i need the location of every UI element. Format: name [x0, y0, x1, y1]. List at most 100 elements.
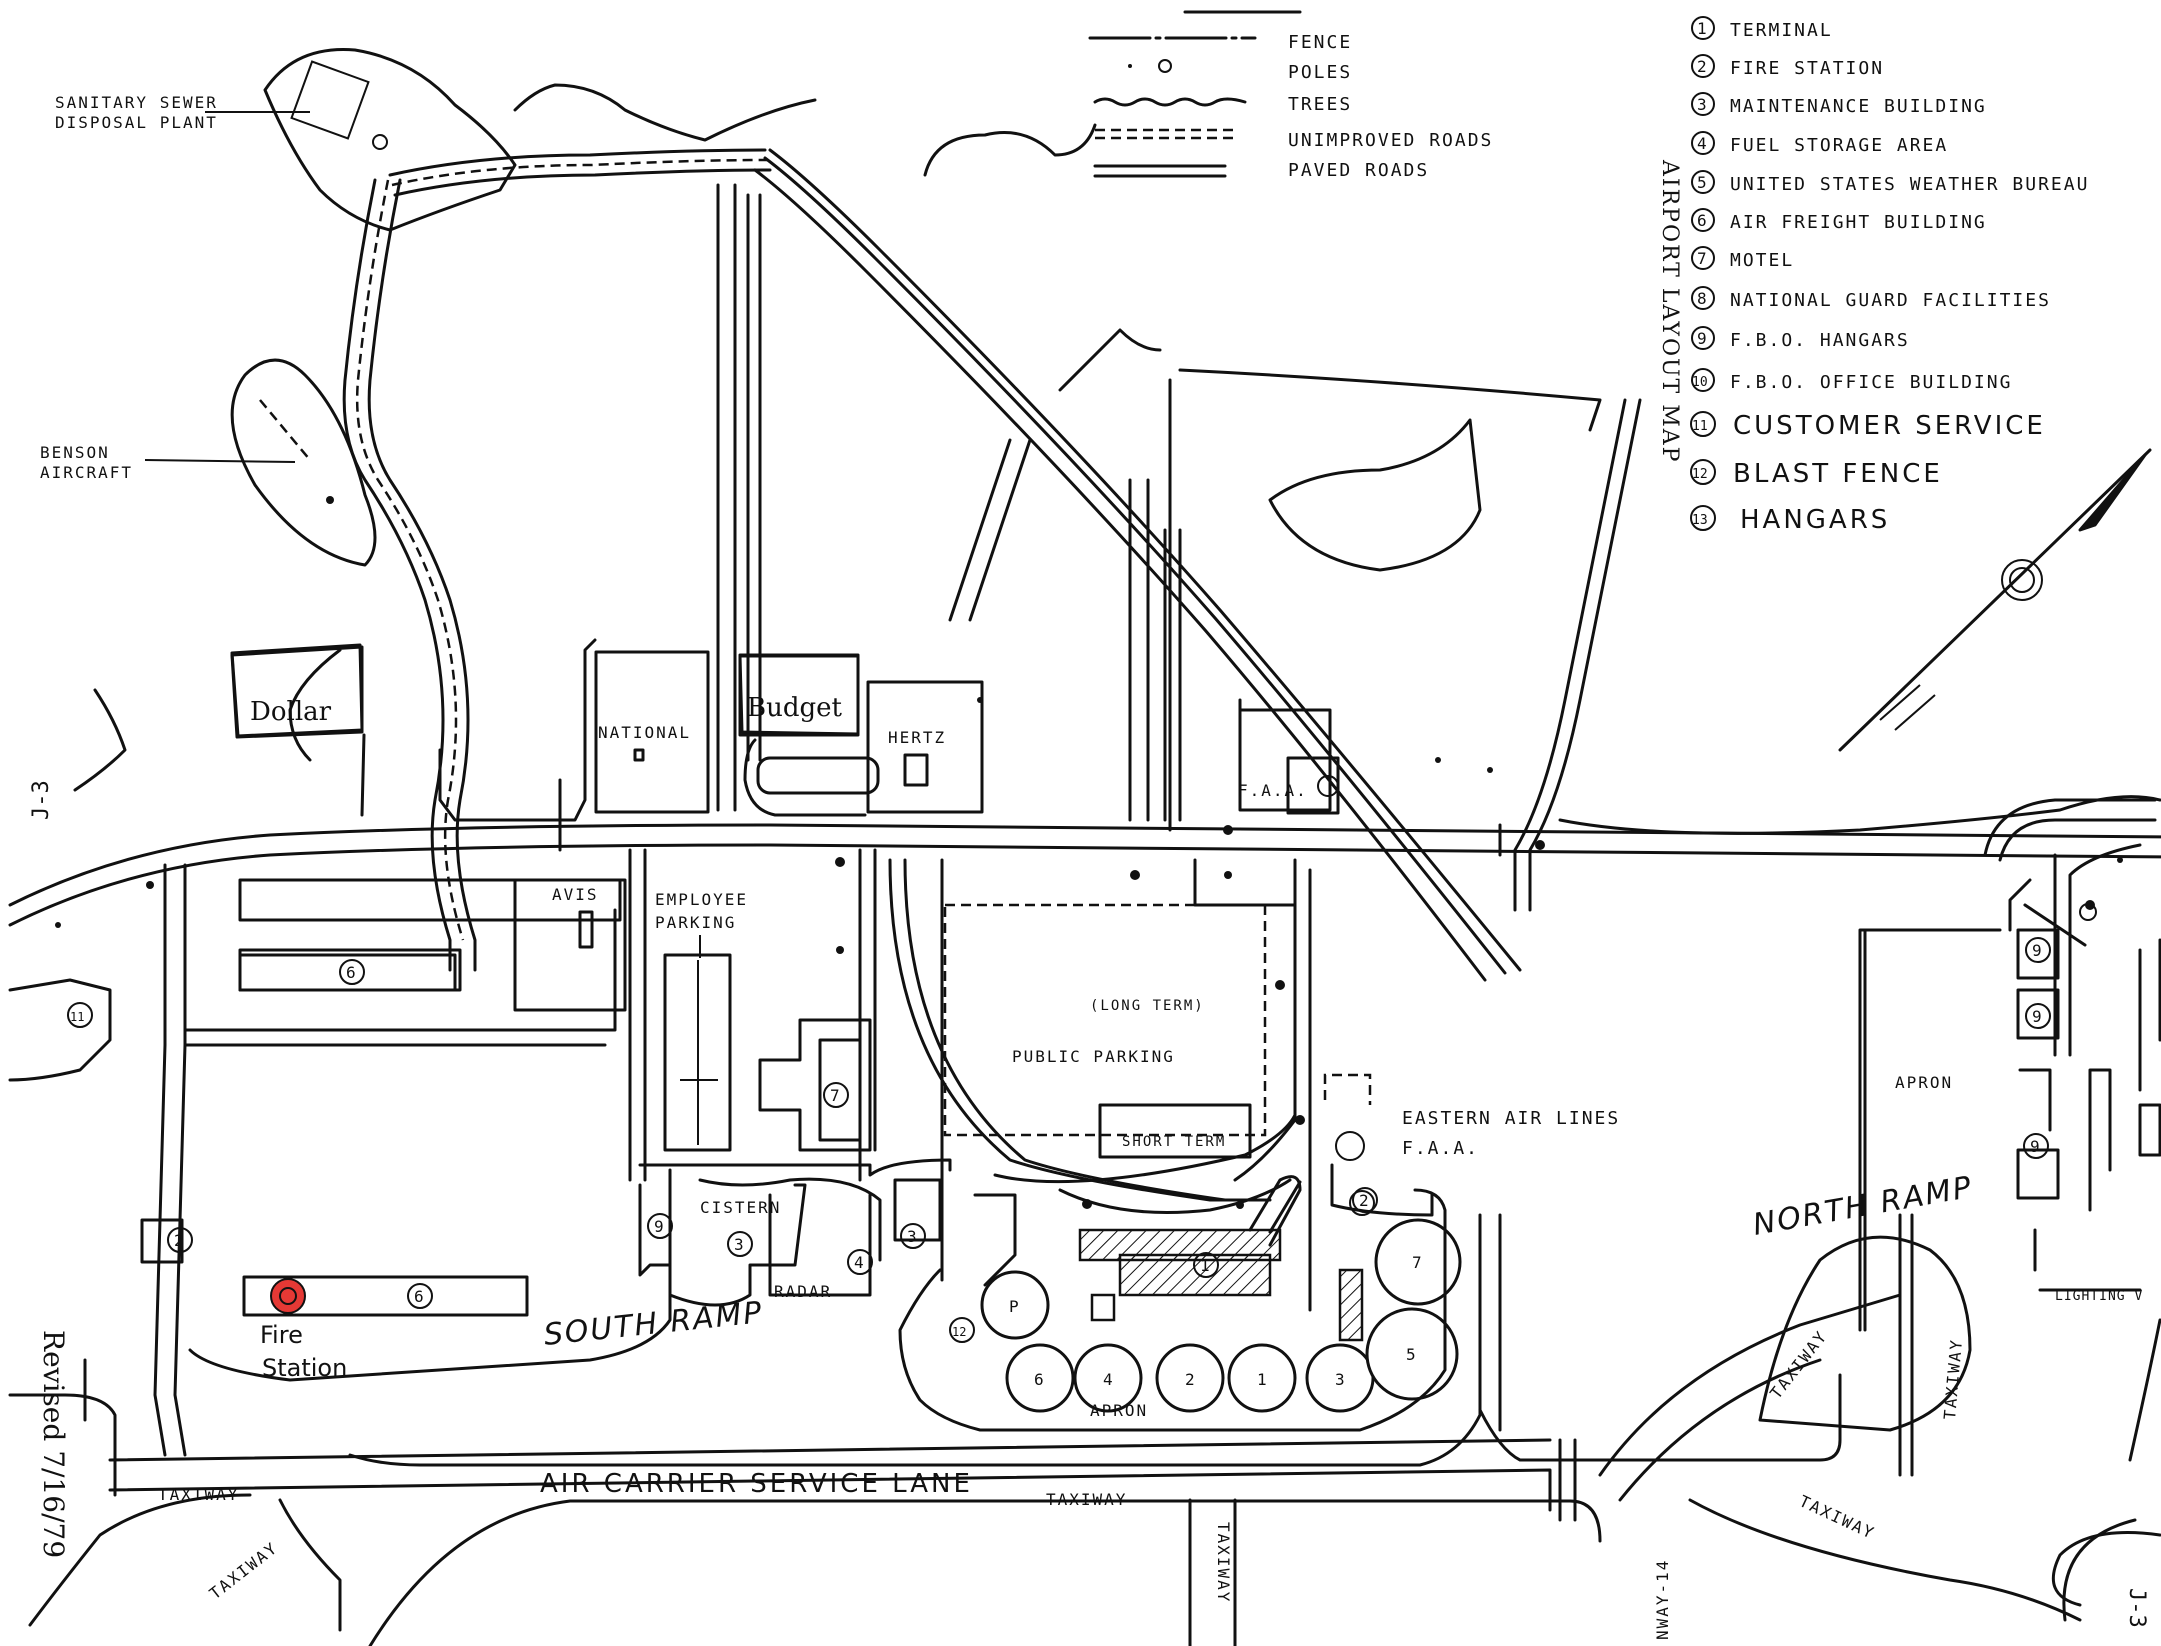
fire-station-label-1: Fire [260, 1321, 303, 1349]
taxiway-label: TAXIWAY [1796, 1491, 1878, 1543]
benson-label-1: BENSON [40, 443, 110, 462]
long-term-label: (LONG TERM) [1090, 998, 1205, 1014]
east-side [1858, 843, 2161, 1332]
svg-text:3: 3 [1697, 95, 1709, 114]
taxiway-label: TAXIWAY [1046, 1490, 1127, 1509]
svg-text:BLAST FENCE: BLAST FENCE [1733, 459, 1943, 489]
legend-trees: TREES [1288, 94, 1352, 115]
marker-air-freight: 6 [346, 963, 358, 982]
svg-text:2: 2 [1697, 57, 1709, 76]
legend-unimproved-roads: UNIMPROVED ROADS [1288, 130, 1493, 151]
marker-fbo-hangar: 9 [2030, 1137, 2042, 1156]
marker-fbo-hangar: 9 [2032, 1007, 2044, 1026]
svg-text:AIR FREIGHT BUILDING: AIR FREIGHT BUILDING [1730, 212, 1987, 233]
short-term-label: SHORT TERM [1122, 1134, 1226, 1150]
legend-item: 10 F.B.O. OFFICE BUILDING [1691, 368, 2012, 393]
marker-air-freight: 6 [414, 1287, 426, 1306]
marker-fbo-hangar: 9 [654, 1217, 666, 1236]
north-roads [716, 148, 1522, 982]
rental-lots [230, 638, 1340, 822]
south-ramp-label: SOUTH RAMP [542, 1295, 765, 1353]
gate-label: 3 [1335, 1370, 1347, 1389]
marker-motel: 7 [830, 1086, 842, 1105]
eastern-faa [1323, 1073, 1434, 1217]
svg-text:CUSTOMER SERVICE: CUSTOMER SERVICE [1733, 411, 2046, 441]
service-lane-and-taxiways [8, 1213, 2161, 1646]
svg-text:MAINTENANCE BUILDING: MAINTENANCE BUILDING [1730, 96, 1987, 117]
terminal-building [1078, 1175, 1364, 1342]
gate-label-p: P [1009, 1297, 1021, 1316]
apron-south-label: APRON [1090, 1401, 1148, 1420]
sewer-label-2: DISPOSAL PLANT [55, 113, 218, 132]
svg-text:UNITED STATES WEATHER BUREAU: UNITED STATES WEATHER BUREAU [1730, 174, 2089, 195]
national-label: NATIONAL [598, 723, 691, 742]
marker-fbo-hangar: 9 [2032, 941, 2044, 960]
svg-text:10: 10 [1692, 375, 1708, 390]
legend-item: 12 BLAST FENCE [1690, 459, 1943, 489]
public-parking [940, 858, 1312, 1312]
map-title: AIRPORT LAYOUT MAP [1657, 159, 1682, 463]
marker-maintenance: 3 [734, 1235, 746, 1254]
lighting-label: LIGHTING V [2055, 1289, 2143, 1304]
cistern-label: CISTERN [700, 1198, 781, 1217]
taxiway-label: TAXIWAY [158, 1485, 239, 1504]
faa-top-label: F.A.A. [1238, 781, 1308, 800]
employee-parking-label-2: PARKING [655, 913, 736, 932]
central-complex [628, 848, 1272, 1307]
budget-label: Budget [747, 693, 843, 723]
marker-fire-station: 2 [1359, 1191, 1371, 1210]
west-area [8, 778, 672, 1457]
revised-date: Revised 7/16/79 [37, 1330, 70, 1558]
building-markers: 6 6 11 2 7 9 3 3 4 1 2 9 9 9 12 [67, 937, 2051, 1343]
north-ramp-label: NORTH RAMP [1750, 1170, 1975, 1243]
avis-label: AVIS [552, 885, 599, 904]
marker-fuel-storage: 4 [854, 1253, 866, 1272]
poles [55, 496, 2123, 1209]
radar-label: RADAR [774, 1282, 832, 1301]
public-parking-label: PUBLIC PARKING [1012, 1047, 1175, 1066]
svg-text:7: 7 [1697, 249, 1709, 268]
marker-blast-fence: 12 [952, 1325, 966, 1339]
main-access-road [8, 798, 2161, 927]
legend-item: 8 NATIONAL GUARD FACILITIES [1691, 286, 2051, 311]
sewer-label-1: SANITARY SEWER [55, 93, 218, 112]
sewer-plant-area [263, 48, 817, 232]
rental-boxes [230, 643, 860, 738]
svg-text:FIRE STATION: FIRE STATION [1730, 58, 1884, 79]
svg-text:8: 8 [1697, 289, 1709, 308]
legend-poles: POLES [1288, 62, 1352, 83]
svg-text:9: 9 [1697, 329, 1709, 348]
svg-text:12: 12 [1692, 467, 1708, 482]
gate-label: 6 [1034, 1370, 1046, 1389]
svg-text:NATIONAL GUARD FACILITIES: NATIONAL GUARD FACILITIES [1730, 290, 2051, 311]
j3-right-label: J-3 [2124, 1588, 2149, 1628]
marker-maintenance: 3 [907, 1227, 919, 1246]
taxiway-label: TAXIWAY [1940, 1338, 1966, 1421]
hertz-label: HERTZ [888, 728, 946, 747]
north-arrow-icon [1838, 448, 2152, 752]
gate-label: 1 [1257, 1370, 1269, 1389]
employee-parking-label-1: EMPLOYEE [655, 890, 748, 909]
benson-label-2: AIRCRAFT [40, 463, 133, 482]
legend-fence: FENCE [1288, 32, 1352, 53]
svg-text:TERMINAL: TERMINAL [1730, 20, 1833, 41]
faa-lower-label: F.A.A. [1402, 1138, 1479, 1159]
taxiway-label: TAXIWAY [206, 1538, 282, 1603]
svg-text:F.B.O. OFFICE BUILDING: F.B.O. OFFICE BUILDING [1730, 372, 2012, 393]
apron-outline [348, 1188, 1842, 1467]
j3-left-label: J-3 [29, 780, 54, 820]
dollar-label: Dollar [250, 697, 332, 727]
svg-text:FUEL STORAGE AREA: FUEL STORAGE AREA [1730, 135, 1948, 156]
fire-station-label-2: Station [262, 1354, 347, 1382]
gate-label: 7 [1412, 1253, 1424, 1272]
legend-item: 3 MAINTENANCE BUILDING [1691, 92, 1987, 117]
fire-station-marker [270, 1278, 306, 1314]
